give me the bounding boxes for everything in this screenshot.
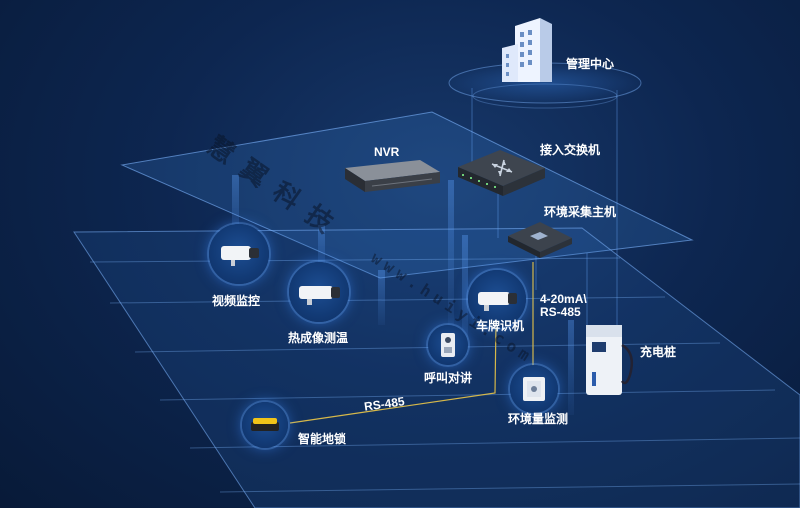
rs485-link-line [289,321,497,424]
env-host-icon [508,222,572,258]
center-label: 管理中心 [566,57,615,71]
lock-node [242,402,288,448]
switch-label: 接入交换机 [540,143,601,157]
host-link-label-1: 4-20mA\ [540,292,587,306]
nvr-icon [345,160,440,192]
intercom-label: 呼叫对讲 [424,371,473,385]
thermal-node [289,262,349,322]
env-monitor-label: 环境量监测 [508,412,569,426]
thermal-label: 热成像测温 [288,331,349,345]
host-link-label-2: RS-485 [540,305,581,319]
plate-node [468,270,526,328]
env-monitor-node [510,365,558,413]
charger-icon [586,325,633,395]
thermal-camera-icon [299,286,340,305]
switch-icon [458,150,545,196]
charger-label: 充电桩 [640,345,677,359]
env-host-label: 环境采集主机 [544,205,617,219]
intercom-node [428,325,468,365]
sensor-icon [523,377,545,401]
nvr-label: NVR [374,145,400,159]
video-label: 视频监控 [212,294,261,308]
building-icon [502,18,552,82]
plate-camera-icon [478,292,517,311]
plate-label: 车牌识机 [476,319,525,333]
video-node [209,224,269,284]
bullet-camera-icon [221,246,259,266]
parking-lock-icon [251,418,279,431]
intercom-icon [441,333,455,357]
lock-label: 智能地锁 [298,432,347,446]
